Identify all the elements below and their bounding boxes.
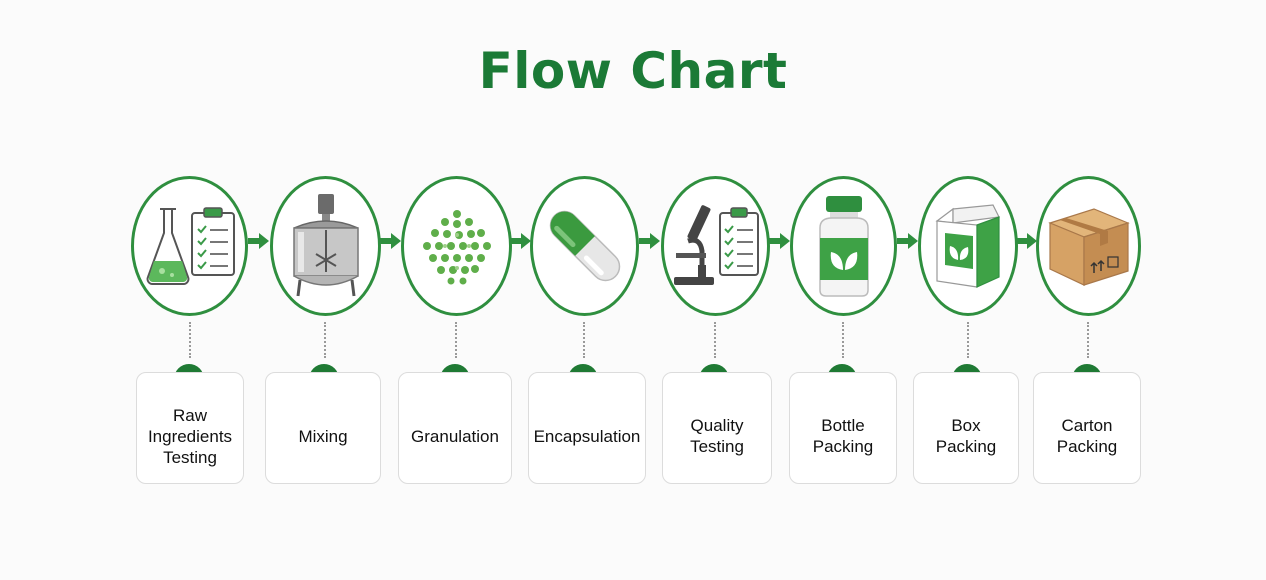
step-7-label-box: Box Packing [913,372,1019,484]
step-8-label-box: Carton Packing [1033,372,1141,484]
arrow-6-7 [897,233,918,249]
step-1-connector [189,322,191,358]
step-3: 3 [401,0,512,580]
step-6-circle [790,176,897,316]
step-3-connector [455,322,457,358]
carton-icon [1047,208,1130,286]
step-1-circle [131,176,248,316]
step-8-connector [1087,322,1089,358]
arrow-2-3 [380,233,401,249]
bottle-icon [818,196,869,297]
step-4-circle [530,176,639,316]
step-2-connector [324,322,326,358]
step-6: 6 [790,0,897,580]
flask-clipboard-icon [146,207,235,285]
step-5-label-box: Quality Testing [662,372,772,484]
capsule-icon [549,210,620,282]
arrow-4-5 [639,233,660,249]
step-6-label-box: Bottle Packing [789,372,897,484]
step-7-circle [918,176,1018,316]
step-3-circle [401,176,512,316]
step-6-connector [842,322,844,358]
step-6-label: Bottle Packing [812,416,874,456]
step-4-label-box: Encapsulation [528,372,646,484]
step-4-label: Encapsulation [533,426,641,446]
step-4: 4 [530,0,639,580]
step-2: 2 [270,0,381,580]
step-8-label: Carton Packing [1056,416,1118,456]
step-7-connector [967,322,969,358]
step-5: 5 [661,0,770,580]
step-4-connector [583,322,585,358]
box-icon [935,204,1000,288]
step-7-label: Box Packing [935,416,997,456]
step-5-circle [661,176,770,316]
step-2-label-box: Mixing [265,372,381,484]
step-1-label-box: Raw Ingredients Testing [136,372,244,484]
arrow-7-8 [1016,233,1037,249]
step-1: 1 [131,0,248,580]
step-5-label: Quality Testing [690,416,744,456]
mixing-tank-icon [292,194,359,297]
page-title: Flow Chart [478,42,788,100]
step-3-label: Granulation [411,426,499,446]
step-2-circle [270,176,381,316]
arrow-5-6 [769,233,790,249]
granules-icon [422,210,491,285]
step-1-label: Raw Ingredients Testing [147,405,233,467]
step-8-circle [1036,176,1141,316]
microscope-clipboard-icon [673,205,759,285]
step-3-label-box: Granulation [398,372,512,484]
step-2-label: Mixing [298,426,348,446]
step-5-connector [714,322,716,358]
step-8: 8 [1036,0,1141,580]
step-7: 7 [918,0,1018,580]
arrow-1-2 [248,233,269,249]
arrow-3-4 [510,233,531,249]
